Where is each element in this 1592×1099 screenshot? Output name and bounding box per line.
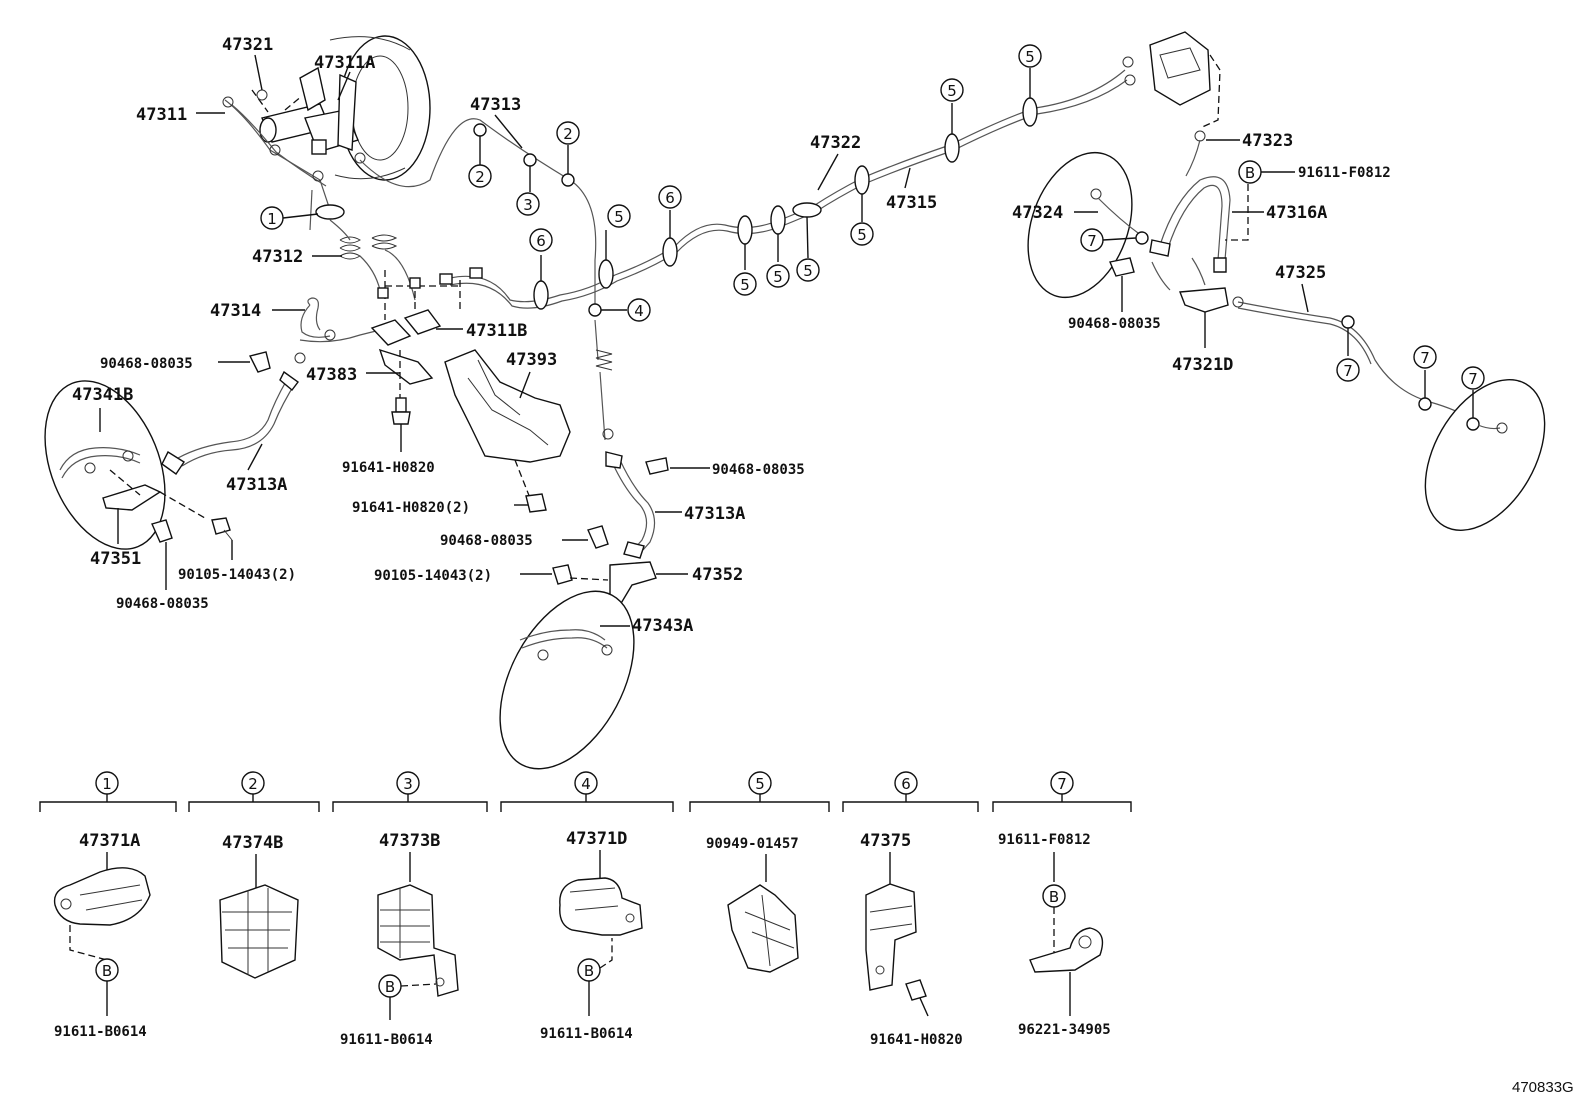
label-47311A: 47311A bbox=[314, 53, 375, 73]
code-90468-d: 90468-08035 bbox=[440, 533, 533, 549]
callout-5b: 5 bbox=[740, 276, 750, 294]
code-91641-H0820: 91641-H0820 bbox=[342, 460, 435, 476]
callout-5f: 5 bbox=[947, 82, 957, 100]
callout-1: 1 bbox=[267, 210, 277, 228]
callout-5c: 5 bbox=[773, 268, 783, 286]
label-47315: 47315 bbox=[886, 193, 937, 213]
wheel-rear-left bbox=[1027, 151, 1133, 299]
legend-part-91611-F0812: 91611-F0812 bbox=[998, 832, 1091, 848]
label-47351: 47351 bbox=[90, 549, 141, 569]
wheel-front-right bbox=[499, 590, 635, 770]
callout-5a: 5 bbox=[614, 208, 624, 226]
hose-47313A-mid bbox=[605, 451, 656, 559]
label-47341B: 47341B bbox=[72, 385, 133, 405]
callout-5d: 5 bbox=[803, 262, 813, 280]
callout-6a: 6 bbox=[536, 232, 546, 250]
legend-part-47371D: 47371D bbox=[566, 829, 627, 849]
code-91611-F0812: 91611-F0812 bbox=[1298, 165, 1391, 181]
label-47314: 47314 bbox=[210, 301, 261, 321]
legend-num-7: 7 bbox=[1057, 775, 1067, 793]
legend-b-1: B bbox=[102, 962, 112, 980]
legend-num-1: 1 bbox=[102, 775, 112, 793]
label-47393: 47393 bbox=[506, 350, 557, 370]
master-cylinder bbox=[259, 66, 359, 155]
master-cylinder-pipes bbox=[222, 89, 366, 231]
callout-6b: 6 bbox=[665, 189, 675, 207]
hose-47316A bbox=[1149, 139, 1231, 273]
legend-num-2: 2 bbox=[248, 775, 258, 793]
label-47313A-mid: 47313A bbox=[684, 504, 745, 524]
label-47313A-left: 47313A bbox=[226, 475, 287, 495]
legend: 1 47371A B 91611-B0614 2 47374B 3 47373B… bbox=[39, 771, 1132, 1048]
label-47352: 47352 bbox=[692, 565, 743, 585]
main-pipe bbox=[299, 69, 1128, 343]
callout-2: 2 bbox=[475, 168, 485, 186]
legend-part-47373B: 47373B bbox=[379, 831, 440, 851]
label-47321D: 47321D bbox=[1172, 355, 1233, 375]
callout-2b: 2 bbox=[563, 125, 573, 143]
callout-7b: 7 bbox=[1343, 362, 1353, 380]
legend-b-7: B bbox=[1049, 888, 1059, 906]
label-47313: 47313 bbox=[470, 95, 521, 115]
pipe-47313 bbox=[359, 118, 597, 305]
code-90468-e: 90468-08035 bbox=[1068, 316, 1161, 332]
legend-sub-6: 91641-H0820 bbox=[870, 1032, 963, 1048]
callout-B-top: B bbox=[1245, 164, 1255, 182]
code-90468-a: 90468-08035 bbox=[100, 356, 193, 372]
rear-valve bbox=[1122, 31, 1221, 142]
label-47316A: 47316A bbox=[1266, 203, 1327, 223]
label-47343A: 47343A bbox=[632, 616, 693, 636]
hose-47313A-left bbox=[161, 370, 299, 475]
bracket-47393 bbox=[444, 349, 571, 499]
code-90468-b: 90468-08035 bbox=[116, 596, 209, 612]
callout-4: 4 bbox=[634, 302, 644, 320]
callout-7d: 7 bbox=[1468, 370, 1478, 388]
label-47323: 47323 bbox=[1242, 131, 1293, 151]
hose-47314 bbox=[300, 304, 331, 338]
code-90468-c: 90468-08035 bbox=[712, 462, 805, 478]
label-47325: 47325 bbox=[1275, 263, 1326, 283]
legend-num-5: 5 bbox=[755, 775, 765, 793]
wheel-rear-right bbox=[1424, 379, 1546, 531]
legend-sub-1: 91611-B0614 bbox=[54, 1024, 147, 1040]
junction-block bbox=[370, 267, 483, 400]
legend-b-3: B bbox=[385, 978, 395, 996]
label-47324: 47324 bbox=[1012, 203, 1063, 223]
legend-num-3: 3 bbox=[403, 775, 413, 793]
label-47322: 47322 bbox=[810, 133, 861, 153]
legend-num-4: 4 bbox=[581, 775, 591, 793]
diagram-code: 470833G bbox=[1512, 1079, 1574, 1096]
label-47312: 47312 bbox=[252, 247, 303, 267]
code-90105-b: 90105-14043(2) bbox=[374, 568, 492, 584]
legend-part-90949: 90949-01457 bbox=[706, 836, 799, 852]
label-47383: 47383 bbox=[306, 365, 357, 385]
coil-47312 bbox=[329, 219, 416, 301]
label-47311B: 47311B bbox=[466, 321, 527, 341]
legend-num-6: 6 bbox=[901, 775, 911, 793]
pipe-47325 bbox=[1237, 301, 1473, 421]
legend-b-4: B bbox=[584, 962, 594, 980]
legend-part-47375: 47375 bbox=[860, 831, 911, 851]
bolt-91641 bbox=[391, 397, 411, 425]
bracket-47321D bbox=[1179, 287, 1229, 313]
brake-booster bbox=[329, 35, 431, 181]
callout-3: 3 bbox=[523, 196, 533, 214]
callout-7c: 7 bbox=[1420, 349, 1430, 367]
label-47321: 47321 bbox=[222, 35, 273, 55]
code-91641-H0820-2: 91641-H0820(2) bbox=[352, 500, 470, 516]
legend-sub-3: 91611-B0614 bbox=[340, 1032, 433, 1048]
legend-part-47371A: 47371A bbox=[79, 831, 140, 851]
callout-5e: 5 bbox=[857, 226, 867, 244]
label-47311: 47311 bbox=[136, 105, 187, 125]
callout-5g: 5 bbox=[1025, 48, 1035, 66]
callout-7a: 7 bbox=[1087, 232, 1097, 250]
legend-part-47374B: 47374B bbox=[222, 833, 283, 853]
legend-sub-4: 91611-B0614 bbox=[540, 1026, 633, 1042]
legend-sub-7: 96221-34905 bbox=[1018, 1022, 1111, 1038]
code-90105-a: 90105-14043(2) bbox=[178, 567, 296, 583]
